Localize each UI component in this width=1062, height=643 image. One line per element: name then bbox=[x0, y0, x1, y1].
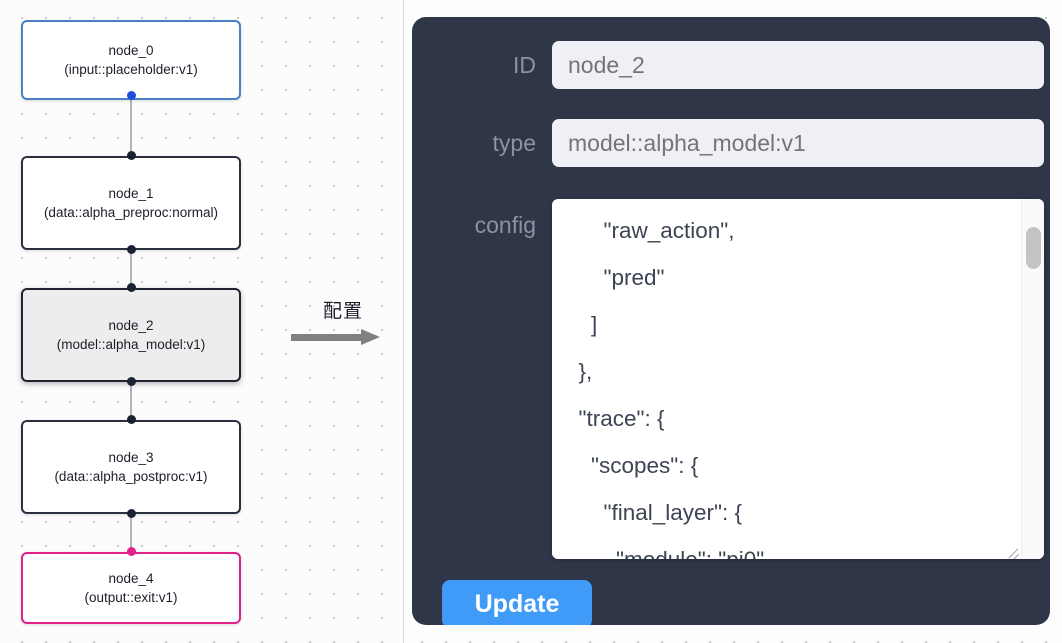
type-input[interactable] bbox=[552, 119, 1044, 167]
config-field-row: config "raw_action", "pred" ] }, "trace"… bbox=[442, 199, 1044, 559]
node-inspector-panel: ID type config "raw_action", "pred" ] },… bbox=[412, 17, 1050, 625]
type-field-row: type bbox=[442, 119, 1044, 167]
node_0-source-handle[interactable] bbox=[126, 91, 136, 100]
graph-node-label: node_2 (model::alpha_model:v1) bbox=[56, 318, 206, 352]
config-textarea[interactable]: "raw_action", "pred" ] }, "trace": { "sc… bbox=[578, 218, 771, 559]
edge-node2-node3 bbox=[130, 378, 132, 424]
update-button[interactable]: Update bbox=[442, 580, 592, 625]
node_3-target-handle[interactable] bbox=[126, 415, 136, 424]
edge-node1-node2 bbox=[130, 246, 132, 292]
id-field-label: ID bbox=[513, 52, 536, 78]
node_3-source-handle[interactable] bbox=[126, 509, 136, 518]
graph-node-node_0[interactable]: node_0 (input::placeholder:v1) bbox=[21, 20, 241, 100]
graph-node-node_3[interactable]: node_3 (data::alpha_postproc:v1) bbox=[21, 420, 241, 514]
transition-annotation: 配置 bbox=[288, 296, 398, 345]
transition-label: 配置 bbox=[322, 300, 363, 322]
graph-node-node_4[interactable]: node_4 (output::exit:v1) bbox=[21, 552, 241, 624]
graph-node-label: node_3 (data::alpha_postproc:v1) bbox=[54, 450, 208, 484]
graph-node-label: node_0 (input::placeholder:v1) bbox=[64, 43, 198, 77]
node_4-target-handle[interactable] bbox=[126, 547, 136, 556]
arrow-head bbox=[361, 329, 380, 345]
graph-node-label: node_4 (output::exit:v1) bbox=[84, 571, 178, 605]
type-field-label: type bbox=[492, 130, 536, 156]
node_1-target-handle[interactable] bbox=[126, 151, 136, 160]
node_1-source-handle[interactable] bbox=[126, 245, 136, 254]
arrow-right-icon bbox=[288, 329, 398, 345]
config-textarea-wrapper: "raw_action", "pred" ] }, "trace": { "sc… bbox=[552, 199, 1044, 559]
arrow-shaft bbox=[291, 334, 363, 341]
edge-node3-node4 bbox=[130, 510, 132, 556]
node_2-target-handle[interactable] bbox=[126, 283, 136, 292]
config-field-label: config bbox=[474, 212, 536, 238]
id-input[interactable] bbox=[552, 41, 1044, 89]
edge-node0-node1 bbox=[130, 96, 132, 160]
config-scrollbar-thumb[interactable] bbox=[1026, 227, 1041, 269]
graph-canvas[interactable]: node_0 (input::placeholder:v1) node_1 (d… bbox=[0, 0, 404, 643]
resize-handle-icon[interactable] bbox=[1006, 543, 1020, 557]
graph-node-node_1[interactable]: node_1 (data::alpha_preproc:normal) bbox=[21, 156, 241, 250]
graph-node-label: node_1 (data::alpha_preproc:normal) bbox=[43, 186, 219, 220]
id-field-row: ID bbox=[442, 41, 1044, 89]
graph-node-node_2[interactable]: node_2 (model::alpha_model:v1) bbox=[21, 288, 241, 382]
config-scrollbar[interactable] bbox=[1021, 199, 1044, 559]
node_2-source-handle[interactable] bbox=[126, 377, 136, 386]
inspector-canvas: ID type config "raw_action", "pred" ] },… bbox=[404, 0, 1062, 643]
